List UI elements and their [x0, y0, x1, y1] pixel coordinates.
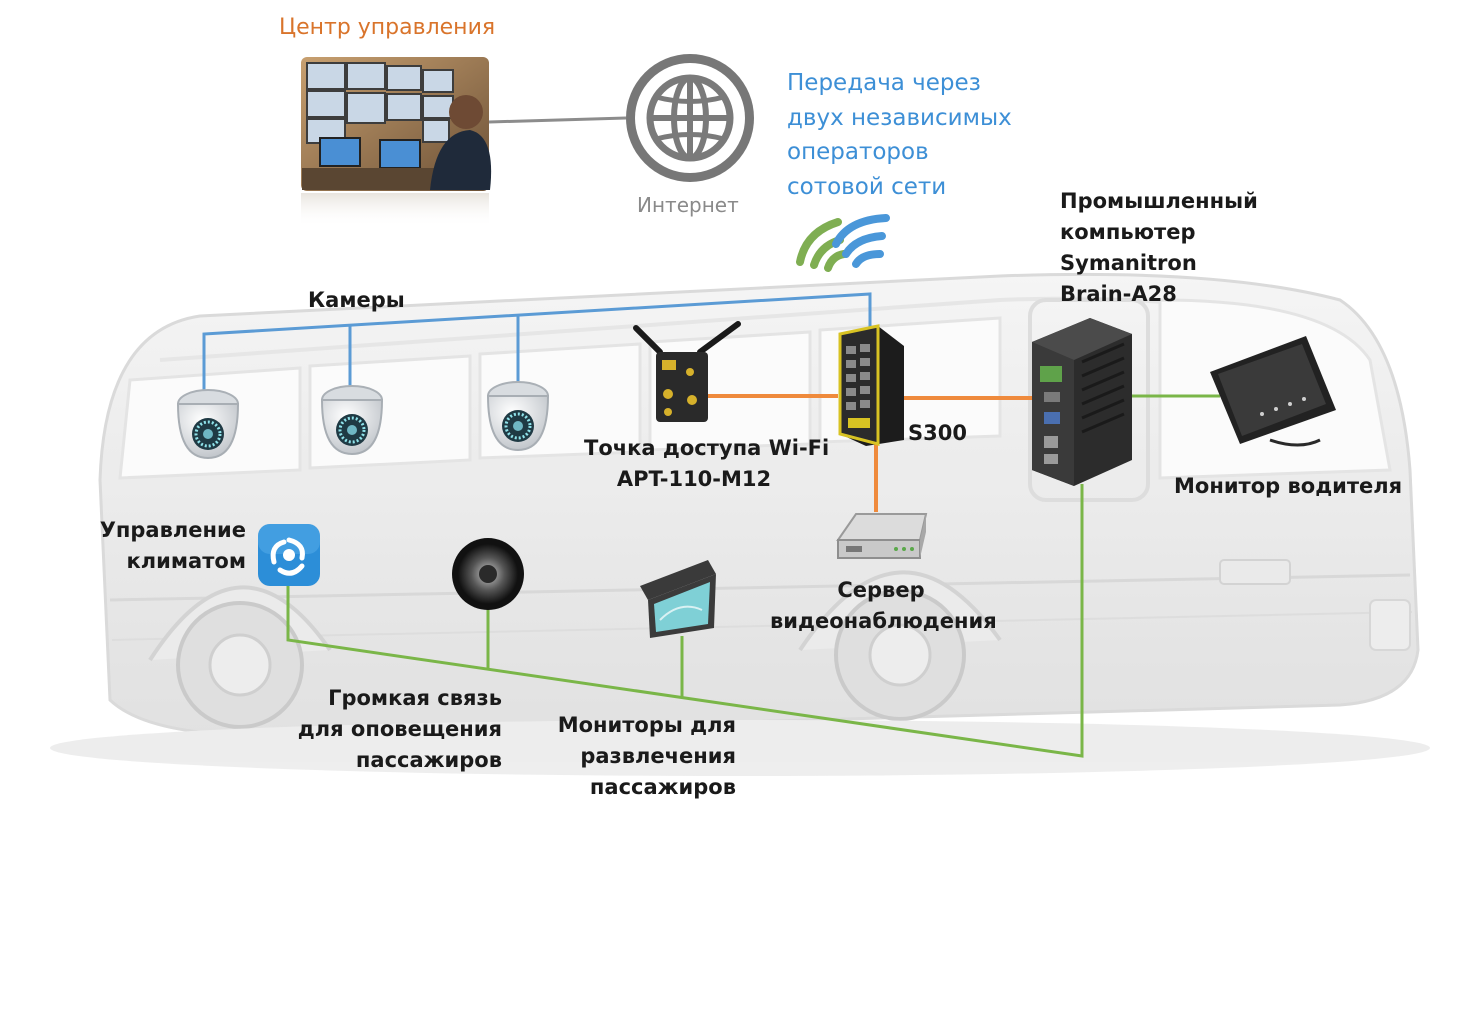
server-line-1: Сервер: [837, 578, 925, 602]
transmission-line-1: Передача через: [787, 70, 981, 96]
switch-label: S300: [908, 421, 967, 445]
bus-illustration: [50, 272, 1430, 776]
climate-line-2: климатом: [126, 549, 246, 573]
ethernet-cable: [707, 394, 1036, 512]
dome-camera-2-icon: [320, 385, 384, 456]
transmission-line-3: операторов: [787, 139, 929, 165]
control-center-photo: [301, 57, 492, 227]
computer-line-1: Промышленный: [1060, 189, 1258, 213]
entertainment-line-1: Мониторы для: [557, 713, 736, 737]
wifi-signal-icon: [796, 214, 890, 272]
computer-line-2: компьютер: [1060, 220, 1196, 244]
server-line-2: видеонаблюдения: [770, 609, 997, 633]
climate-control-icon: [258, 524, 320, 586]
pa-line-3: пассажиров: [355, 748, 502, 772]
entertainment-line-2: развлечения: [580, 744, 736, 768]
camera-cable: [202, 292, 872, 392]
pa-line-1: Громкая связь: [328, 686, 502, 710]
driver-monitor-label: Монитор водителя: [1174, 474, 1403, 498]
entertainment-monitor-icon: [640, 560, 716, 638]
access-point-line-2: APT-110-M12: [616, 467, 772, 491]
access-point-label: Точка доступа Wi-Fi APT-110-M12: [584, 433, 830, 495]
speaker-icon: [452, 538, 524, 610]
internet-label: Интернет: [637, 193, 739, 217]
transmission-line-4: сотовой сети: [787, 173, 947, 200]
climate-control-label: Управление климатом: [96, 515, 246, 577]
climate-line-1: Управление: [99, 518, 246, 542]
control-center-title: Центр управления: [279, 15, 496, 40]
transmission-description: Передача через двух независимых оператор…: [787, 66, 1012, 204]
access-point-line-1: Точка доступа Wi-Fi: [584, 436, 830, 460]
pa-line-2: для оповещения: [297, 717, 502, 741]
internet-link-line: [488, 116, 627, 124]
cameras-label: Камеры: [308, 288, 405, 312]
entertainment-line-3: пассажиров: [589, 775, 736, 799]
wifi-access-point-icon: [633, 321, 741, 422]
computer-line-3: Symanitron: [1060, 251, 1197, 275]
industrial-computer-icon: [1032, 318, 1132, 486]
pa-system-label: Громкая связь для оповещения пассажиров: [290, 683, 502, 776]
video-server-label: Сервер видеонаблюдения: [770, 575, 997, 637]
video-server-icon: [836, 513, 928, 559]
switch-s300-icon: [838, 324, 904, 446]
peripheral-cable: [286, 394, 1220, 758]
transmission-line-2: двух независимых: [787, 104, 1012, 131]
driver-monitor-icon: [1210, 336, 1336, 447]
computer-label: Промышленный компьютер Symanitron Brain-…: [1060, 186, 1258, 310]
globe-icon: [626, 54, 754, 182]
dome-camera-1-icon: [176, 389, 240, 460]
dome-camera-3-icon: [486, 381, 550, 452]
entertainment-label: Мониторы для развлечения пассажиров: [540, 710, 736, 803]
computer-line-4: Brain-A28: [1060, 282, 1177, 306]
